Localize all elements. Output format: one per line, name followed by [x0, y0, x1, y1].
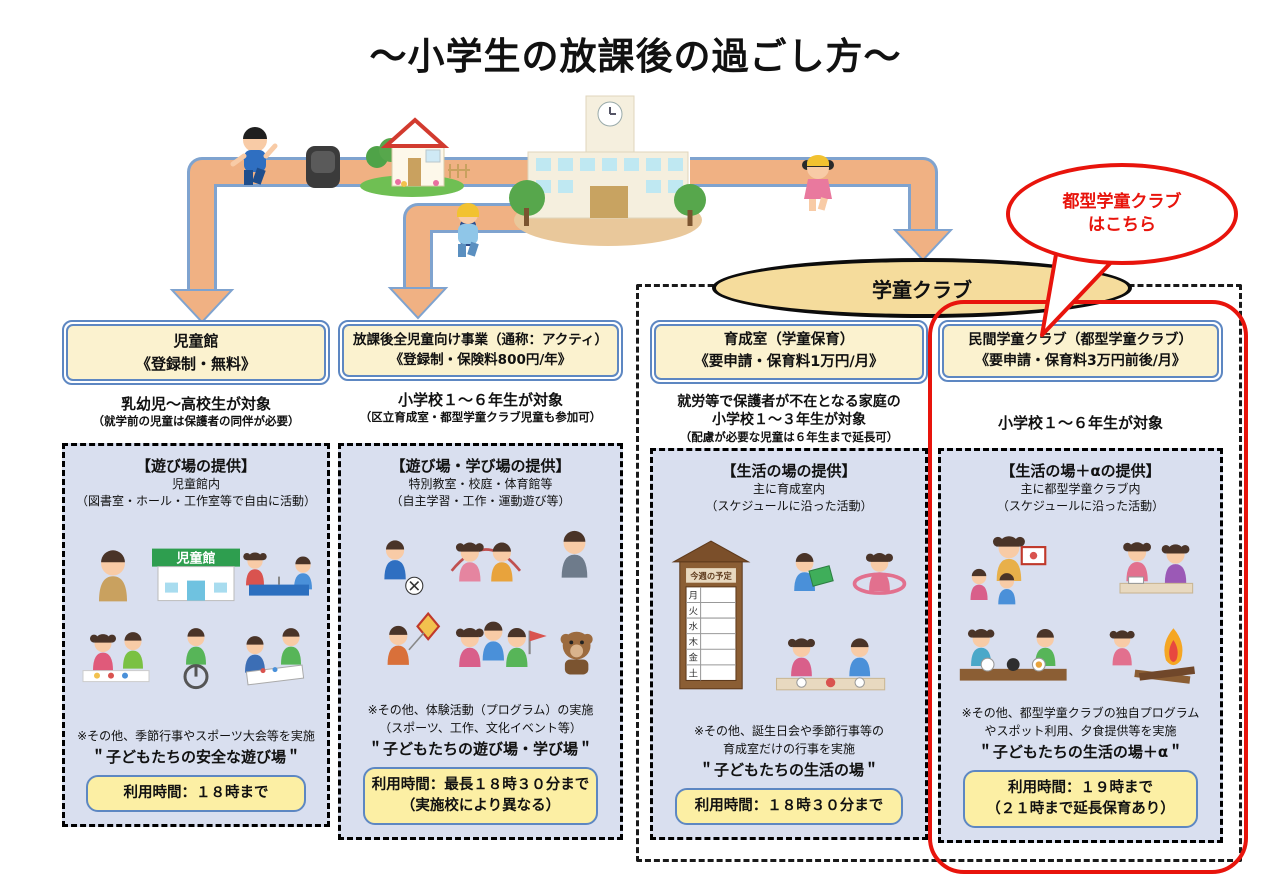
- hours-line: （２１時まで延長保育あり）: [986, 800, 1175, 817]
- column-fee: 《登録制・無料》: [135, 354, 256, 373]
- note-line: ※その他、誕生日会や季節行事等の: [693, 723, 885, 738]
- target-line: 小学校１～６年生が対象: [997, 414, 1163, 432]
- helmet-kid-illustration: [457, 203, 479, 257]
- note-line: ※その他、都型学童クラブの独自プログラム: [961, 705, 1200, 720]
- svg-text:月: 月: [689, 590, 698, 601]
- column-fee: 《要申請・保育料3万円前後/月》: [975, 353, 1186, 369]
- note-line: ※その他、体験活動（プログラム）の実施: [367, 702, 594, 717]
- activity-scene-illustration: [384, 530, 593, 675]
- hours-badge: 利用時間：１９時まで （２１時まで延長保育あり）: [963, 769, 1198, 828]
- school-illustration: [509, 95, 706, 246]
- bear-mascot-icon: [560, 631, 593, 675]
- provide-desc: 児童館内: [171, 477, 220, 491]
- svg-text:水: 水: [689, 620, 699, 632]
- provide-title: 【遊び場の提供】: [135, 457, 256, 475]
- detail-panel: 【遊び場の提供】 児童館内 （図書室・ホール・工作室等で自由に活動） 児童館: [62, 443, 330, 827]
- hours-badge: 利用時間：１８時まで: [86, 774, 306, 812]
- hours-line: 利用時間：最長１８時３０分まで: [371, 776, 590, 793]
- column-minkan-gakudo: 民間学童クラブ（都型学童クラブ） 《要申請・保育料3万円前後/月》 小学校１～６…: [938, 320, 1223, 880]
- column-title: 民間学童クラブ（都型学童クラブ）: [968, 332, 1193, 348]
- running-girl-illustration: [802, 155, 834, 211]
- column-header: 育成室（学童保育） 《要申請・保育料1万円/月》: [650, 320, 928, 384]
- tokata-callout: 都型学童クラブ はこちら: [1006, 163, 1238, 265]
- jidokan-building-icon: 児童館: [152, 548, 240, 601]
- note-line: やスポット利用、夕食提供等を実施: [984, 723, 1177, 738]
- target-line: （配慮が必要な児童は６年生まで延長可）: [679, 430, 899, 445]
- gakudo-oval-label: 学童クラブ: [712, 258, 1132, 318]
- column-title: 育成室（学童保育）: [723, 332, 855, 348]
- running-boy-illustration: [230, 127, 278, 185]
- provide-title: 【遊び場・学び場の提供】: [390, 457, 571, 475]
- slogan: ＂子どもたちの遊び場・学び場＂: [367, 739, 593, 758]
- column-header: 放課後全児童向け事業（通称：アクティ） 《登録制・保険料800円/年》: [338, 320, 623, 381]
- slogan: ＂子どもたちの安全な遊び場＂: [90, 747, 301, 766]
- hours-badge: 利用時間：１８時３０分まで: [674, 787, 904, 825]
- provide-desc: （スケジュールに沿った活動）: [705, 499, 873, 514]
- note-line: ※その他、季節行事やスポーツ大会等を実施: [77, 728, 315, 743]
- arrow-to-activity: [387, 287, 449, 320]
- column-header: 児童館 《登録制・無料》: [62, 320, 330, 385]
- jidokan-scene-illustration: 児童館: [82, 548, 312, 689]
- target-audience: 小学校１～６年生が対象: [938, 391, 1223, 433]
- column-jidokan: 児童館 《登録制・無料》 乳幼児～高校生が対象 （就学前の児童は保護者の同伴が必…: [62, 320, 330, 880]
- svg-text:木: 木: [689, 636, 699, 648]
- svg-text:火: 火: [689, 606, 698, 617]
- callout-line: 都型学童クラブ: [1062, 192, 1182, 213]
- svg-text:金: 金: [689, 651, 699, 663]
- column-title: 放課後全児童向け事業（通称：アクティ）: [352, 332, 608, 348]
- house-illustration: [360, 117, 470, 197]
- target-line: （区立育成室・都型学童クラブ児童も参加可）: [359, 409, 602, 424]
- target-line: 小学校１～３年生が対象: [712, 412, 866, 429]
- note-line: 育成室だけの行事を実施: [722, 741, 855, 756]
- column-title: 児童館: [173, 332, 219, 350]
- schedule-board-icon: 今週の予定 月 火 水 木 金 土: [671, 540, 751, 690]
- provide-desc: 主に育成室内: [752, 482, 825, 496]
- arrow-to-gakudo: [892, 229, 954, 262]
- slogan: ＂子どもたちの生活の場＋α＂: [977, 742, 1184, 761]
- detail-panel: 【生活の場＋αの提供】 主に都型学童クラブ内 （スケジュールに沿った活動）: [938, 448, 1223, 843]
- target-audience: 就労等で保護者が不在となる家庭の 小学校１～３年生が対象 （配慮が必要な児童は６…: [650, 393, 928, 446]
- provide-title: 【生活の場の提供】: [721, 462, 857, 480]
- page-title: ～小学生の放課後の過ごし方～: [369, 35, 902, 78]
- column-header: 民間学童クラブ（都型学童クラブ） 《要申請・保育料3万円前後/月》: [938, 320, 1223, 382]
- hours-line: 利用時間：１８時３０分まで: [694, 797, 884, 814]
- column-ikuseishitsu: 育成室（学童保育） 《要申請・保育料1万円/月》 就労等で保護者が不在となる家庭…: [650, 320, 928, 880]
- provide-desc: 特別教室・校庭・体育館等: [408, 477, 553, 491]
- provide-desc: （図書室・ホール・工作室等で自由に活動）: [75, 494, 316, 509]
- hours-line: 利用時間：１８時まで: [123, 784, 269, 801]
- slogan: ＂子どもたちの生活の場＂: [698, 760, 879, 779]
- provide-title: 【生活の場＋αの提供】: [1000, 462, 1161, 480]
- column-activity: 放課後全児童向け事業（通称：アクティ） 《登録制・保険料800円/年》 小学校１…: [338, 320, 623, 880]
- campfire-icon: [1109, 628, 1196, 684]
- hours-badge: 利用時間：最長１８時３０分まで （実施校により異なる）: [363, 766, 598, 825]
- target-line: 小学校１～６年生が対象: [397, 390, 563, 409]
- minkan-scene-illustration: [959, 535, 1196, 684]
- hours-line: （実施校により異なる）: [400, 797, 561, 814]
- detail-panel: 【遊び場・学び場の提供】 特別教室・校庭・体育館等 （自主学習・工作・運動遊び等…: [338, 443, 623, 840]
- provide-desc: （自主学習・工作・運動遊び等）: [390, 494, 571, 509]
- column-fee: 《登録制・保険料800円/年》: [389, 352, 572, 369]
- backpack-illustration: [306, 146, 340, 188]
- target-line: （就学前の児童は保護者の同伴が必要）: [92, 414, 300, 429]
- detail-panel: 【生活の場の提供】 主に育成室内 （スケジュールに沿った活動） 今週の予定 月 …: [650, 448, 928, 840]
- arrow-to-jidokan: [169, 289, 235, 324]
- callout-line: はこちら: [1088, 215, 1156, 235]
- target-line: 乳幼児～高校生が対象: [120, 395, 271, 413]
- provide-desc: 主に都型学童クラブ内: [1020, 482, 1141, 496]
- provide-desc: （スケジュールに沿った活動）: [996, 499, 1165, 514]
- column-fee: 《要申請・保育料1万円/月》: [694, 353, 884, 370]
- svg-text:児童館: 児童館: [175, 550, 215, 566]
- target-audience: 乳幼児～高校生が対象 （就学前の児童は保護者の同伴が必要）: [62, 394, 330, 430]
- ikusei-scene-illustration: 今週の予定 月 火 水 木 金 土: [671, 540, 907, 691]
- svg-text:土: 土: [689, 667, 698, 679]
- target-audience: 小学校１～６年生が対象 （区立育成室・都型学童クラブ児童も参加可）: [338, 390, 623, 426]
- target-line: 就労等で保護者が不在となる家庭の: [677, 393, 901, 410]
- note-line: （スポーツ、工作、文化イベント等）: [379, 720, 582, 735]
- hours-line: 利用時間：１９時まで: [1007, 779, 1153, 796]
- svg-text:今週の予定: 今週の予定: [689, 571, 732, 581]
